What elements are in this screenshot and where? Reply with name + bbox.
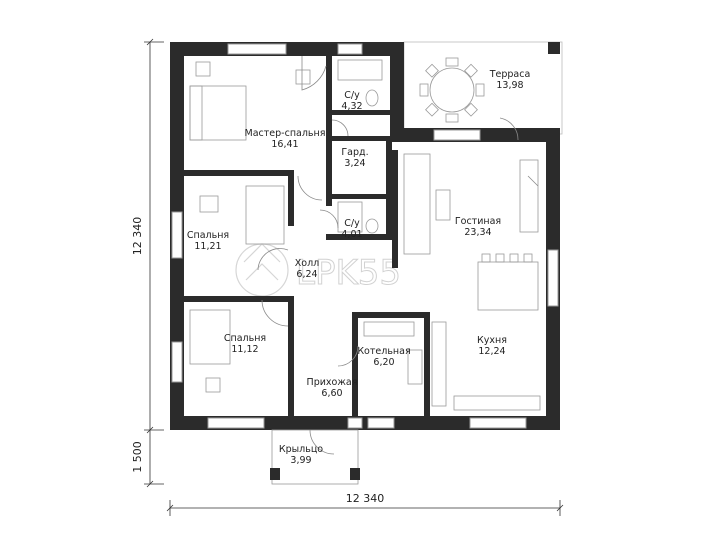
room-area-bed2: 11,12: [231, 344, 258, 355]
room-area-wardrobe: 3,24: [344, 158, 365, 169]
room-name-kitchen: Кухня: [477, 335, 507, 346]
porch: [270, 429, 360, 485]
room-name-bath1: С/у: [344, 90, 360, 101]
windows: [171, 43, 559, 429]
room-area-porch: 3,99: [290, 455, 311, 466]
room-name-master: Мастер-спальня: [245, 128, 326, 139]
terrace-area: [403, 41, 563, 135]
room-area-entry: 6,60: [321, 388, 342, 399]
room-area-master: 16,41: [271, 139, 298, 150]
room-area-hall: 6,24: [296, 269, 317, 280]
room-labels: Терраса 13,98 Мастер-спальня 16,41 С/у 4…: [187, 69, 530, 466]
room-name-boiler: Котельная: [357, 346, 410, 357]
watermark-text: LPK55: [296, 253, 401, 293]
room-name-bed1: Спальня: [187, 230, 229, 241]
interior-walls: [184, 56, 430, 416]
room-area-living: 23,34: [464, 227, 491, 238]
room-area-boiler: 6,20: [373, 357, 394, 368]
room-name-wardrobe: Гард.: [341, 147, 368, 158]
room-area-bed1: 11,21: [194, 241, 221, 252]
room-name-porch: Крыльцо: [279, 444, 323, 455]
dimension-width: 12 340: [346, 492, 385, 505]
room-area-bath1: 4,32: [341, 101, 362, 112]
room-name-bath2: С/у: [344, 218, 360, 229]
furniture: [189, 59, 541, 411]
doors: [257, 56, 539, 455]
room-area-bath2: 4,01: [341, 229, 362, 240]
dimension-height: 12 340: [131, 217, 144, 256]
room-area-kitchen: 12,24: [478, 346, 505, 357]
room-name-entry: Прихожая: [307, 377, 358, 388]
room-name-hall: Холл: [295, 258, 319, 269]
watermark: LPK55: [235, 243, 402, 297]
dimension-lines: [144, 38, 564, 516]
room-area-terrace: 13,98: [496, 80, 523, 91]
dimension-porch: 1 500: [131, 441, 144, 473]
room-name-living: Гостиная: [455, 216, 501, 227]
room-name-terrace: Терраса: [489, 69, 531, 80]
room-name-bed2: Спальня: [224, 333, 266, 344]
